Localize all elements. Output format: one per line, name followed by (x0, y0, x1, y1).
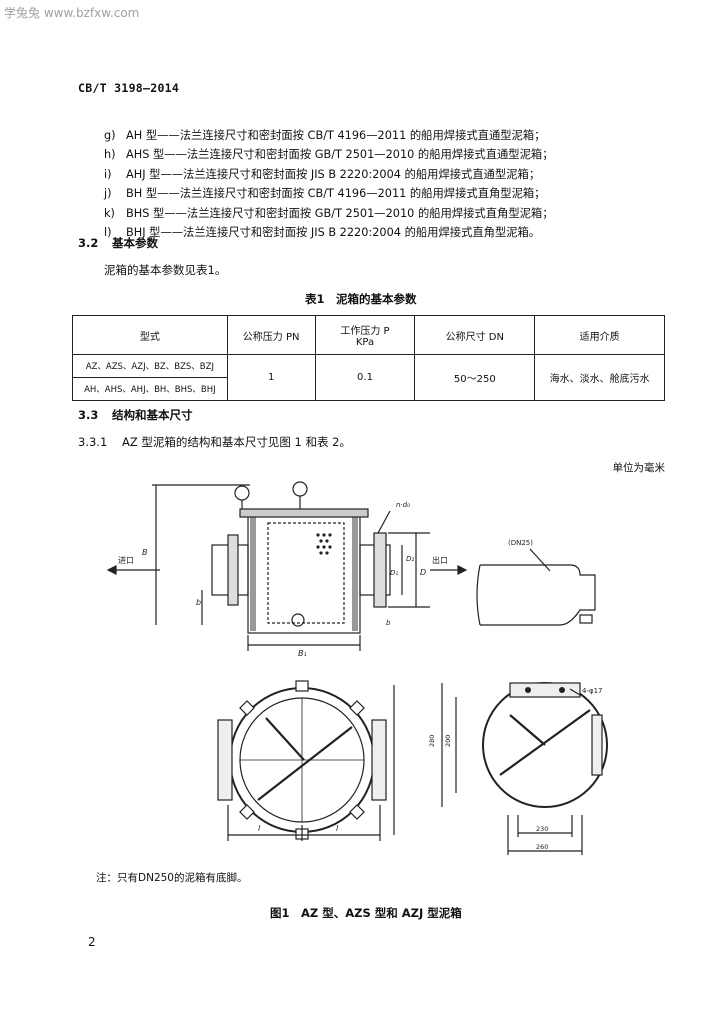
list-item: l)BHJ 型——法兰连接尺寸和密封面按 JIS B 2220:2004 的船用… (104, 226, 541, 240)
figure-caption: 图1 AZ 型、AZS 型和 AZJ 型泥箱 (270, 906, 462, 920)
dim-l-label-right: l (336, 824, 339, 833)
list-item: j)BH 型——法兰连接尺寸和密封面按 CB/T 4196—2011 的船用焊接… (104, 187, 546, 201)
list-item: k)BHS 型——法兰连接尺寸和密封面按 GB/T 2501—2010 的船用焊… (104, 206, 554, 220)
list-item: g)AH 型——法兰连接尺寸和密封面按 CB/T 4196—2011 的船用焊接… (104, 129, 546, 142)
header-medium: 适用介质 (534, 315, 665, 355)
cell-type: AZ、AZS、AZJ、BZ、BZS、BZJ (72, 354, 228, 378)
paragraph-3-2: 泥箱的基本参数见表1。 (104, 263, 227, 277)
list-item: i)AHJ 型——法兰连接尺寸和密封面按 JIS B 2220:2004 的船用… (104, 167, 541, 181)
figure-1-drawing: 进口 B b D D₁ D₂ n·d₀ b 出口 B₁ (D (106, 481, 608, 855)
dim-280-label: 280 (428, 735, 436, 747)
dim-h-label: b (196, 598, 201, 607)
figure-note: 注：只有DN250的泥箱有底脚。 (96, 872, 248, 884)
type-list: g)AH 型——法兰连接尺寸和密封面按 CB/T 4196—2011 的船用焊接… (104, 126, 664, 242)
inlet-flange (227, 534, 239, 606)
strainer-body (247, 514, 361, 634)
foot-detail-outline (480, 564, 596, 626)
foot-bolt (579, 614, 593, 624)
dim-H-label: B (142, 548, 148, 557)
screen-holes (316, 533, 332, 555)
unit-note: 单位为毫米 (612, 462, 666, 474)
top-view-outlet-flange (371, 719, 387, 801)
cell-pn: 1 (226, 354, 316, 401)
table-caption: 表1 泥箱的基本参数 (305, 292, 417, 306)
dim-D1-label: D₁ (390, 569, 398, 577)
cell-p: 0.1 (314, 354, 416, 401)
table-row: AZ、AZS、AZJ、BZ、BZS、BZJ 1 0.1 50～250 海水、淡水… (72, 354, 665, 401)
inlet-arrow-head (106, 565, 117, 575)
page-number: 2 (88, 935, 96, 949)
drain-plug (291, 613, 305, 627)
cell-medium: 海水、淡水、舱底污水 (534, 354, 665, 401)
header-dn: 公称尺寸 DN (414, 315, 536, 355)
screen-basket (267, 522, 345, 624)
lifting-eye-right (292, 481, 308, 497)
dim-n-d-label: n·d₀ (396, 501, 410, 509)
dim-B1-label: B₁ (298, 649, 307, 658)
dim-b-label: b (386, 619, 391, 627)
cell-dn: 50～250 (414, 354, 536, 401)
dn-label: (DN25) (508, 539, 533, 547)
table-row: AH、AHS、AHJ、BH、BHS、BHJ (72, 377, 665, 401)
watermark: 学兔兔 www.bzfxw.com (4, 6, 140, 20)
header-type: 型式 (72, 315, 228, 355)
cover-bolts (239, 680, 365, 840)
dim-260-label: 260 (536, 843, 548, 851)
cover-plate (239, 508, 369, 518)
foot-plate (509, 682, 581, 698)
swing-bolt-bar (257, 726, 353, 801)
inlet-label: 进口 (118, 556, 134, 565)
dim-4phi17-label: 4-φ17 (582, 687, 603, 695)
top-view-inlet-flange (217, 719, 233, 801)
dim-200-label: 200 (444, 735, 452, 747)
dim-230-label: 230 (536, 825, 548, 833)
header-pn: 公称压力 PN (226, 315, 316, 355)
dim-D2-label: D₂ (406, 555, 414, 563)
outlet-arrow-head (457, 565, 468, 575)
document-number: CB/T 3198—2014 (78, 81, 180, 95)
base-view-flange (591, 714, 603, 776)
outlet-flange (373, 532, 387, 608)
outlet-label: 出口 (432, 555, 448, 565)
dim-D-label: D (420, 568, 426, 577)
list-item: h)AHS 型——法兰连接尺寸和密封面按 GB/T 2501—2010 的船用焊… (104, 148, 554, 162)
dim-l-label-left: l (258, 824, 261, 833)
cell-type: AH、AHS、AHJ、BH、BHS、BHJ (72, 377, 228, 401)
lifting-eye-left (234, 485, 250, 501)
